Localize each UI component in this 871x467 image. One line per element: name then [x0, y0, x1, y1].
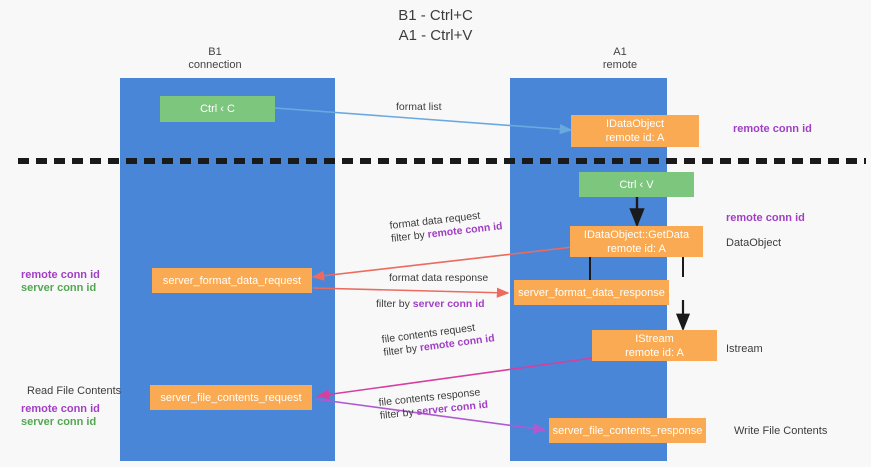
- right-label-write-file-contents: Write File Contents: [734, 425, 828, 437]
- right-label-istream: Istream: [726, 343, 763, 355]
- column-header-b1-name: B1: [208, 46, 222, 58]
- box-ctrl-v[interactable]: Ctrl ‹ V: [579, 172, 694, 197]
- right-label-remote-conn-id-top: remote conn id: [733, 123, 812, 135]
- box-idataobject-line2: remote id: A: [605, 132, 665, 144]
- title-line-2: A1 - Ctrl+V: [398, 27, 473, 44]
- right-label-dataobject: DataObject: [726, 237, 782, 249]
- box-server-file-contents-request-label: server_file_contents_request: [160, 391, 302, 404]
- box-getdata-line1: IDataObject::GetData: [583, 228, 690, 241]
- box-server-file-contents-request[interactable]: server_file_contents_request: [150, 385, 312, 410]
- edge-label-file-contents-request: file contents request filter by remote c…: [381, 319, 495, 359]
- box-server-format-data-request-label: server_format_data_request: [162, 274, 302, 287]
- box-idataobject[interactable]: IDataObject remote id: A: [571, 115, 699, 147]
- column-header-a1: A1 remote: [545, 46, 695, 72]
- left-label-server-conn-id-mid: server conn id: [21, 282, 97, 294]
- edge-label-format-data-response-filter: filter by server conn id: [376, 298, 485, 310]
- box-istream-line1: IStream: [635, 332, 674, 345]
- title-line-1: B1 - Ctrl+C: [398, 7, 473, 24]
- box-idataobject-getdata[interactable]: IDataObject::GetData remote id: A: [570, 226, 703, 257]
- edge-label-format-list: format list: [396, 101, 442, 113]
- box-ctrl-v-label: Ctrl ‹ V: [619, 178, 654, 191]
- edge-label-format-data-response: format data response: [389, 272, 489, 284]
- box-server-file-contents-response[interactable]: server_file_contents_response: [549, 418, 706, 443]
- left-label-server-conn-id-bottom: server conn id: [21, 416, 97, 428]
- column-header-b1: B1 connection: [150, 46, 280, 72]
- box-server-format-data-request[interactable]: server_format_data_request: [152, 268, 312, 293]
- box-ctrl-c[interactable]: Ctrl ‹ C: [160, 96, 275, 122]
- edge-label-format-data-request: format data request filter by remote con…: [389, 207, 503, 246]
- box-server-file-contents-response-label: server_file_contents_response: [552, 424, 703, 437]
- column-header-a1-sub: remote: [602, 59, 638, 71]
- box-idataobject-line1: IDataObject: [605, 118, 665, 130]
- left-label-read-file-contents: Read File Contents: [27, 385, 122, 397]
- box-getdata-line2: remote id: A: [607, 242, 666, 255]
- left-label-remote-conn-id-mid: remote conn id: [21, 269, 100, 281]
- box-server-format-data-response-label: server_format_data_response: [518, 286, 665, 299]
- box-server-format-data-response[interactable]: server_format_data_response: [514, 280, 669, 305]
- column-header-b1-sub: connection: [188, 59, 242, 71]
- left-label-remote-conn-id-bottom: remote conn id: [21, 403, 100, 415]
- edge-label-file-contents-response: file contents response filter by server …: [378, 386, 489, 423]
- right-label-remote-conn-id-mid: remote conn id: [726, 212, 805, 224]
- arrow-format-data-response: [312, 287, 510, 298]
- box-ctrl-c-label: Ctrl ‹ C: [200, 103, 235, 115]
- page-title: B1 - Ctrl+C A1 - Ctrl+V: [0, 6, 871, 46]
- column-header-a1-name: A1: [613, 46, 627, 58]
- box-istream-line2: remote id: A: [625, 346, 684, 359]
- box-istream[interactable]: IStream remote id: A: [592, 330, 717, 361]
